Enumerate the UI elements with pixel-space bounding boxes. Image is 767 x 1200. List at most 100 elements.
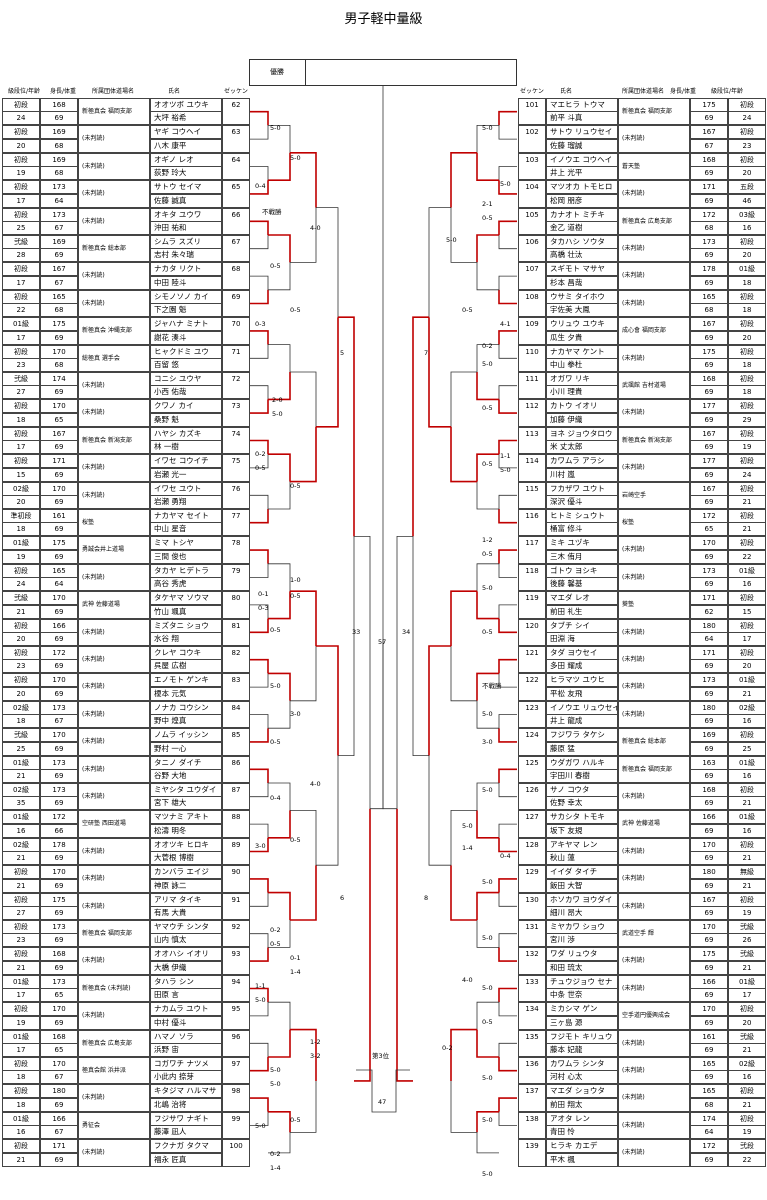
age-cell: 20 (2, 495, 40, 509)
team-cell: 武神 佐藤道場 (78, 591, 150, 619)
team-cell: (未判読) (618, 974, 690, 1003)
team-cell: 新極真会 総本部 (78, 235, 150, 263)
zekken-cell: 63 (222, 125, 250, 153)
bracket-line (498, 783, 517, 798)
age-cell: 24 (2, 577, 40, 592)
bracket-line (498, 604, 517, 619)
age-cell: 28 (2, 248, 40, 263)
score-label: 0-5 (482, 214, 493, 222)
team-cell: (未判読) (78, 1002, 150, 1030)
team-cell: (未判読) (618, 344, 690, 372)
age-cell: 17 (2, 440, 40, 455)
team-cell: (未判読) (618, 262, 690, 290)
bracket-line (250, 947, 269, 962)
zekken-cell: 101 (518, 98, 546, 126)
header-name-right: 氏名 (560, 88, 573, 95)
zekken-cell: 115 (518, 481, 546, 509)
name-cell: 小川 理貴 (546, 385, 618, 400)
team-cell: (未判読) (78, 1139, 150, 1167)
weight-cell: 69 (40, 851, 78, 866)
zekken-cell: 135 (518, 1029, 546, 1057)
weight-cell: 68 (40, 303, 78, 318)
bracket-line (338, 536, 355, 756)
team-cell: (未判読) (78, 262, 150, 290)
weight-cell: 69 (690, 467, 728, 482)
weight-cell: 68 (690, 303, 728, 318)
name-cell: 佐藤 誠真 (150, 193, 222, 208)
match-number: 33 (352, 628, 360, 636)
age-cell: 20 (2, 632, 40, 646)
score-label: 0-5 (290, 1116, 301, 1124)
bracket-line (268, 891, 291, 920)
zekken-cell: 118 (518, 563, 546, 592)
weight-cell: 68 (40, 138, 78, 153)
weight-cell: 64 (690, 632, 728, 646)
bracket-line (498, 180, 517, 195)
age-cell: 20 (728, 1015, 766, 1030)
score-label: 1-1 (255, 982, 266, 990)
champion-box (249, 59, 517, 86)
name-cell: 飯田 大智 (546, 878, 618, 893)
name-cell: 田淵 海 (546, 632, 618, 646)
zekken-cell: 92 (222, 920, 250, 948)
bracket-line (250, 987, 269, 1003)
score-label: 0-5 (290, 836, 301, 844)
bracket-line (476, 344, 499, 372)
bracket-line (498, 892, 517, 907)
age-cell: 21 (728, 796, 766, 811)
weight-cell: 64 (40, 577, 78, 592)
name-cell: 杉本 昌哉 (546, 275, 618, 290)
bracket-line (450, 590, 477, 646)
weight-cell: 69 (690, 933, 728, 948)
bracket-line (250, 783, 269, 798)
age-cell: 21 (728, 1097, 766, 1112)
name-cell: 深沢 優斗 (546, 495, 618, 509)
score-label: 0-5 (255, 464, 266, 472)
name-cell: 三間 俊也 (150, 549, 222, 564)
team-cell: (未判読) (618, 1084, 690, 1112)
zekken-cell: 103 (518, 152, 546, 181)
bracket-line (250, 1042, 269, 1057)
final-line-right (382, 640, 397, 810)
score-label: 0-4 (255, 182, 266, 190)
team-cell: (未判読) (78, 700, 150, 729)
bracket-line (250, 1057, 269, 1072)
zekken-cell: 130 (518, 892, 546, 920)
bracket-line (250, 604, 269, 619)
team-cell: (未判読) (78, 783, 150, 811)
bracket-line (250, 439, 269, 455)
bracket-line (498, 823, 517, 838)
team-cell: 新極真会 沖縄支部 (78, 317, 150, 345)
name-cell: 岩瀬 光一 (150, 467, 222, 482)
age-cell: 23 (2, 358, 40, 372)
bracket-line (316, 207, 339, 318)
name-cell: 小此内 捺芽 (150, 1070, 222, 1085)
weight-cell: 69 (690, 769, 728, 783)
weight-cell: 69 (690, 851, 728, 866)
bracket-line (498, 125, 517, 140)
age-cell: 16 (728, 823, 766, 838)
age-cell: 19 (728, 440, 766, 455)
weight-cell: 67 (40, 1070, 78, 1085)
bracket-line (476, 262, 499, 291)
bracket-line (476, 234, 499, 263)
name-cell: 宇佐美 大鳳 (546, 303, 618, 318)
name-cell: 中山 拳杜 (546, 358, 618, 372)
age-cell: 27 (2, 385, 40, 400)
weight-cell: 69 (690, 823, 728, 838)
score-label: 0-5 (482, 628, 493, 636)
age-cell: 21 (728, 960, 766, 975)
header-team: 所属団体道場名 (92, 88, 135, 95)
age-cell: 23 (2, 659, 40, 674)
score-label: 0-5 (482, 550, 493, 558)
bracket-line (498, 330, 517, 345)
name-cell: 佐藤 瑠誠 (546, 138, 618, 153)
team-cell: (未判読) (618, 1139, 690, 1167)
name-cell: 中山 星音 (150, 522, 222, 537)
weight-cell: 69 (40, 741, 78, 756)
age-cell: 35 (2, 796, 40, 811)
champion-label: 優勝 (249, 59, 306, 86)
team-cell: (未判読) (618, 1029, 690, 1057)
weight-cell: 64 (690, 1125, 728, 1140)
weight-cell: 69 (40, 495, 78, 509)
